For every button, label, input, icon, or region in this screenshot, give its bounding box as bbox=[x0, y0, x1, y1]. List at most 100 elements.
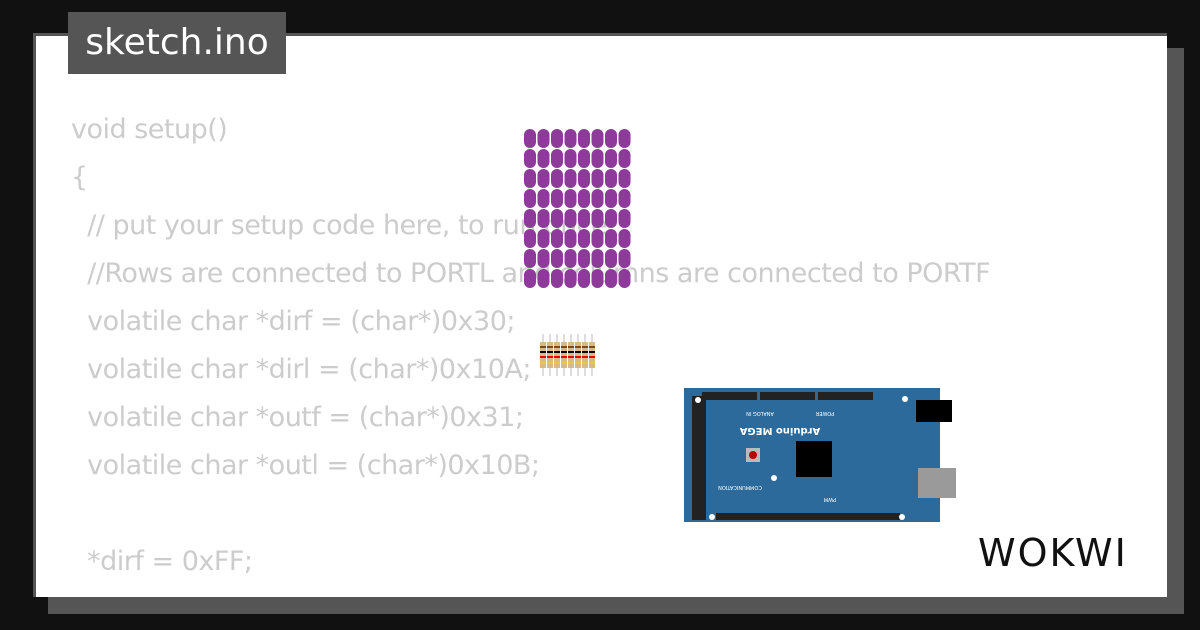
led[interactable] bbox=[618, 209, 631, 228]
led[interactable] bbox=[564, 249, 577, 268]
led[interactable] bbox=[537, 149, 550, 168]
led[interactable] bbox=[578, 129, 590, 148]
code-line: *dirf = 0xFF; bbox=[71, 546, 253, 577]
led[interactable] bbox=[564, 269, 577, 288]
led[interactable] bbox=[551, 149, 563, 168]
resistor[interactable] bbox=[547, 334, 553, 376]
led[interactable] bbox=[578, 169, 590, 188]
resistor[interactable] bbox=[568, 334, 574, 376]
led[interactable] bbox=[591, 229, 604, 248]
mcu-chip bbox=[796, 441, 832, 477]
led[interactable] bbox=[578, 189, 590, 208]
led[interactable] bbox=[524, 169, 536, 188]
reset-button-cap bbox=[749, 451, 757, 459]
led[interactable] bbox=[591, 169, 604, 188]
label-analog-in: ANALOG IN bbox=[746, 410, 774, 416]
header-top-2 bbox=[760, 392, 815, 400]
resistor[interactable] bbox=[554, 334, 560, 376]
wokwi-logo: WOKWI bbox=[978, 531, 1128, 574]
usb-port bbox=[918, 468, 956, 498]
led[interactable] bbox=[591, 209, 604, 228]
led[interactable] bbox=[524, 269, 536, 288]
led[interactable] bbox=[564, 129, 577, 148]
circuit-diagram: Arduino MEGA ANALOG IN POWER COMMUNICATI… bbox=[524, 129, 956, 522]
led[interactable] bbox=[578, 209, 590, 228]
led[interactable] bbox=[618, 169, 631, 188]
led[interactable] bbox=[551, 249, 563, 268]
power-jack bbox=[916, 400, 952, 422]
led[interactable] bbox=[618, 189, 631, 208]
led[interactable] bbox=[605, 149, 617, 168]
code-line: { bbox=[71, 162, 88, 193]
led[interactable] bbox=[524, 229, 536, 248]
label-pwm: PWM bbox=[824, 496, 836, 502]
led[interactable] bbox=[618, 229, 631, 248]
led[interactable] bbox=[524, 129, 536, 148]
wokwi-logo-text: WOKWI bbox=[978, 531, 1128, 574]
led[interactable] bbox=[605, 189, 617, 208]
led[interactable] bbox=[605, 269, 617, 288]
arduino-mega-board: Arduino MEGA ANALOG IN POWER COMMUNICATI… bbox=[684, 388, 956, 522]
led[interactable] bbox=[537, 269, 550, 288]
led[interactable] bbox=[578, 269, 590, 288]
led[interactable] bbox=[564, 189, 577, 208]
resistor[interactable] bbox=[582, 334, 588, 376]
led[interactable] bbox=[605, 169, 617, 188]
code-line: //Rows are connected to PORTL and column… bbox=[87, 258, 991, 289]
led[interactable] bbox=[537, 189, 550, 208]
led[interactable] bbox=[551, 209, 563, 228]
led[interactable] bbox=[564, 149, 577, 168]
led[interactable] bbox=[551, 169, 563, 188]
led[interactable] bbox=[618, 249, 631, 268]
led[interactable] bbox=[524, 249, 536, 268]
led[interactable] bbox=[537, 249, 550, 268]
led[interactable] bbox=[524, 149, 536, 168]
led[interactable] bbox=[578, 149, 590, 168]
resistor[interactable] bbox=[575, 334, 581, 376]
led[interactable] bbox=[591, 149, 604, 168]
led[interactable] bbox=[551, 189, 563, 208]
led[interactable] bbox=[537, 229, 550, 248]
led[interactable] bbox=[605, 129, 617, 148]
led[interactable] bbox=[564, 169, 577, 188]
header-bottom-1 bbox=[716, 513, 866, 520]
led[interactable] bbox=[618, 269, 631, 288]
led[interactable] bbox=[591, 269, 604, 288]
led[interactable] bbox=[564, 209, 577, 228]
label-communication: COMMUNICATION bbox=[718, 484, 762, 490]
led[interactable] bbox=[551, 129, 563, 148]
led[interactable] bbox=[605, 209, 617, 228]
header-left bbox=[692, 396, 706, 520]
led[interactable] bbox=[618, 129, 631, 148]
header-bottom-2 bbox=[830, 513, 900, 520]
led[interactable] bbox=[524, 209, 536, 228]
code-line: volatile char *dirl = (char*)0x10A; bbox=[71, 354, 531, 385]
led[interactable] bbox=[605, 249, 617, 268]
led[interactable] bbox=[537, 209, 550, 228]
led[interactable] bbox=[537, 169, 550, 188]
led[interactable] bbox=[564, 229, 577, 248]
preview-panel: void setup(){ // put your setup code her… bbox=[33, 33, 1167, 597]
led[interactable] bbox=[578, 249, 590, 268]
led[interactable] bbox=[551, 229, 563, 248]
label-power: POWER bbox=[815, 410, 834, 416]
board-name: Arduino MEGA bbox=[739, 425, 820, 436]
file-tab: sketch.ino bbox=[68, 12, 286, 74]
led[interactable] bbox=[605, 229, 617, 248]
led[interactable] bbox=[537, 129, 550, 148]
led[interactable] bbox=[591, 129, 604, 148]
resistor[interactable] bbox=[540, 334, 546, 376]
led[interactable] bbox=[591, 189, 604, 208]
led[interactable] bbox=[618, 149, 631, 168]
resistor[interactable] bbox=[561, 334, 567, 376]
code-line: volatile char *dirf = (char*)0x30; bbox=[71, 306, 515, 337]
code-line: void setup() bbox=[71, 114, 228, 145]
code-line: *dirl = 0xFF; bbox=[71, 586, 990, 597]
led[interactable] bbox=[591, 249, 604, 268]
led[interactable] bbox=[524, 189, 536, 208]
led-matrix bbox=[524, 129, 631, 288]
resistor-array bbox=[540, 334, 595, 376]
led[interactable] bbox=[578, 229, 590, 248]
resistor[interactable] bbox=[589, 334, 595, 376]
led[interactable] bbox=[551, 269, 563, 288]
